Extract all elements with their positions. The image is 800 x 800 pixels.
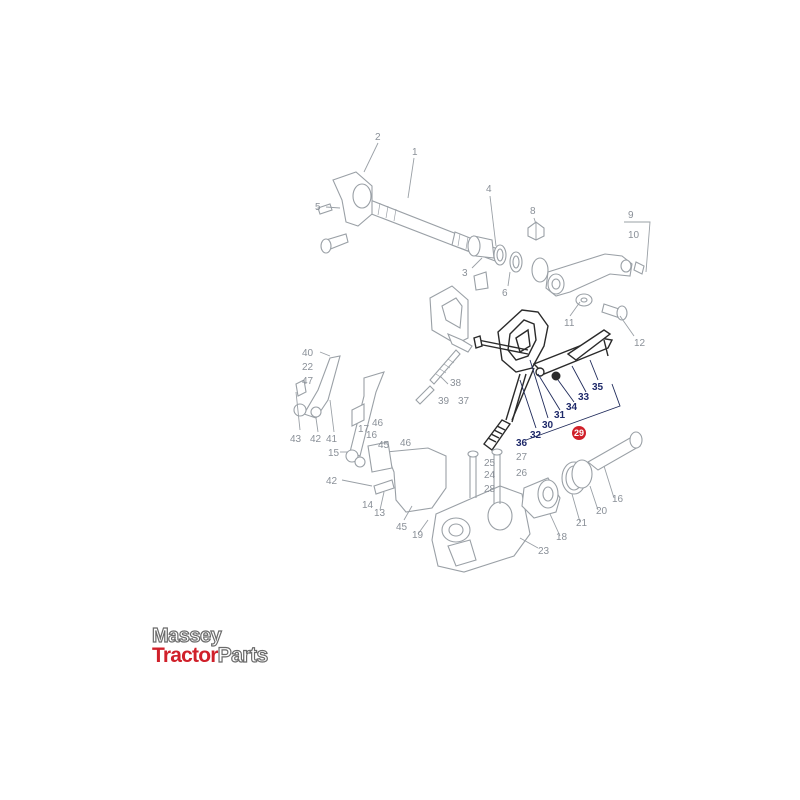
callout-21: 21 [576, 518, 588, 529]
callout-27: 27 [516, 452, 528, 463]
massey-tractor-parts-logo: Massey TractorParts [151, 625, 312, 670]
lift-arm-right-part [545, 253, 633, 297]
callout-48: 47 [302, 376, 314, 387]
seal-ring-parts [473, 244, 523, 291]
leader-lines [295, 142, 651, 549]
control-lever-part [532, 329, 614, 381]
control-rod-part [473, 335, 529, 355]
callout-42: 42 [326, 476, 338, 487]
washer-part [575, 293, 593, 307]
bolt-part [317, 203, 349, 254]
callout-20: 20 [596, 506, 608, 517]
valve-body-part [431, 485, 531, 573]
callout-29[interactable]: 29 [574, 428, 584, 438]
callout-16-small: 16 [366, 430, 378, 441]
callout-26: 26 [516, 468, 528, 479]
callout-18: 18 [556, 532, 568, 543]
callout-24: 24 [484, 470, 496, 481]
callout-3: 3 [462, 268, 468, 279]
lever-link-part [505, 367, 535, 423]
logo-massey-text: Massey [151, 625, 222, 647]
callout-28: 28 [484, 484, 496, 495]
spring-part [415, 349, 461, 405]
callout-38: 38 [450, 378, 462, 389]
callout-15: 15 [328, 448, 340, 459]
shaft-end-part [531, 257, 549, 283]
callout-1-shaft: 1 [412, 147, 418, 158]
callout-39: 39 [438, 396, 450, 407]
quadrant-housing-part [497, 309, 549, 373]
push-rod-part [587, 431, 643, 471]
piston-part [521, 477, 561, 519]
callout-6: 6 [502, 288, 508, 299]
callout-31: 31 [554, 410, 566, 421]
callout-46-upper: 45 [378, 440, 390, 451]
callout-30: 30 [542, 420, 554, 431]
callout-labels: 2 1 4 5 8 9 10 3 6 11 12 40 22 47 38 39 … [290, 132, 646, 557]
callout-32: 32 [530, 430, 542, 441]
lever-handle-part [483, 419, 512, 451]
callout-45: 45 [396, 522, 408, 533]
pin-part [601, 261, 645, 321]
quadrant-plate-part [429, 285, 473, 353]
callout-25: 25 [484, 458, 496, 469]
callout-14: 14 [362, 500, 374, 511]
callout-11: 11 [564, 318, 575, 329]
callout-35: 35 [592, 382, 604, 393]
callout-41: 41 [326, 434, 338, 445]
callout-1: 2 [375, 132, 381, 143]
linkage-lever-part [293, 355, 341, 419]
callout-10: 10 [628, 230, 640, 241]
callout-23: 23 [538, 546, 550, 557]
logo-tractor-text: Tractor [152, 644, 218, 667]
callout-33: 33 [578, 392, 590, 403]
callout-46-lower: 46 [400, 438, 412, 449]
callout-44: 42 [310, 434, 322, 445]
callout-12: 12 [634, 338, 646, 349]
callout-13: 13 [374, 508, 386, 519]
selected-part-marker[interactable] [572, 426, 586, 440]
callout-4: 4 [486, 184, 492, 195]
lift-arm-left-part [332, 171, 373, 227]
bolt-stack-part [467, 448, 503, 504]
callout-37: 37 [458, 396, 470, 407]
bell-crank-part [349, 371, 385, 457]
logo-line2: TractorParts [152, 644, 269, 669]
piston-ring-parts [561, 459, 593, 495]
callout-5: 5 [315, 202, 321, 213]
callout-22: 22 [302, 362, 314, 373]
bracket-part [345, 441, 447, 513]
callout-16: 16 [612, 494, 624, 505]
callout-34: 34 [566, 402, 578, 413]
callout-19: 19 [412, 530, 424, 541]
callout-40: 40 [302, 348, 314, 359]
logo-parts-text: Parts [217, 644, 269, 667]
callout-36: 36 [516, 438, 528, 449]
bushing-part [467, 235, 495, 259]
callout-47: 46 [372, 418, 384, 429]
callout-43: 43 [290, 434, 302, 445]
callout-17: 17 [358, 424, 370, 435]
callout-9: 9 [628, 210, 634, 221]
grease-nipple-part [527, 221, 545, 241]
callout-8: 8 [530, 206, 536, 217]
